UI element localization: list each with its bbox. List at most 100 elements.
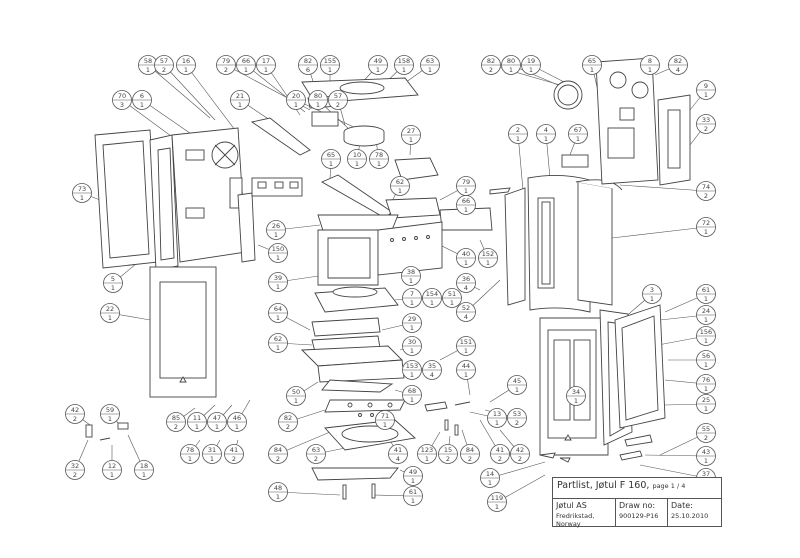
part-balloon[interactable]: 161 [176, 55, 196, 75]
part-balloon[interactable]: 71 [402, 288, 422, 308]
part-balloon[interactable]: 391 [268, 272, 288, 292]
part-balloon[interactable]: 681 [402, 385, 422, 405]
part-balloon[interactable]: 322 [65, 460, 85, 480]
part-balloon[interactable]: 221 [100, 303, 120, 323]
part-balloon[interactable]: 524 [456, 302, 476, 322]
part-balloon[interactable]: 611 [403, 486, 423, 506]
part-balloon[interactable]: 422 [65, 404, 85, 424]
part-balloon[interactable]: 792 [216, 55, 236, 75]
part-balloon[interactable]: 381 [401, 266, 421, 286]
part-balloon[interactable]: 21 [508, 124, 528, 144]
part-balloon[interactable]: 852 [166, 412, 186, 432]
part-balloon[interactable]: 291 [402, 313, 422, 333]
part-balloon[interactable]: 621 [268, 333, 288, 353]
part-balloon[interactable]: 842 [268, 444, 288, 464]
part-balloon[interactable]: 481 [268, 482, 288, 502]
part-balloon[interactable]: 822 [278, 412, 298, 432]
part-balloon[interactable]: 532 [507, 408, 527, 428]
part-balloon[interactable]: 111 [187, 412, 207, 432]
part-balloon[interactable]: 631 [420, 55, 440, 75]
part-balloon[interactable]: 561 [696, 350, 716, 370]
part-balloon[interactable]: 461 [227, 412, 247, 432]
part-balloon[interactable]: 572 [154, 55, 174, 75]
part-balloon[interactable]: 171 [256, 55, 276, 75]
part-balloon[interactable]: 742 [696, 181, 716, 201]
part-balloon[interactable]: 801 [501, 55, 521, 75]
part-balloon[interactable]: 491 [403, 466, 423, 486]
part-balloon[interactable]: 251 [696, 394, 716, 414]
part-balloon[interactable]: 671 [568, 124, 588, 144]
part-balloon[interactable]: 271 [401, 125, 421, 145]
part-balloon[interactable]: 731 [72, 183, 92, 203]
part-balloon[interactable]: 121 [102, 460, 122, 480]
part-balloon[interactable]: 621 [390, 176, 410, 196]
part-balloon[interactable]: 661 [456, 195, 476, 215]
part-balloon[interactable]: 241 [696, 305, 716, 325]
part-balloon[interactable]: 703 [112, 90, 132, 110]
part-balloon[interactable]: 842 [460, 444, 480, 464]
part-balloon[interactable]: 721 [696, 217, 716, 237]
part-balloon[interactable]: 471 [207, 412, 227, 432]
part-balloon[interactable]: 41 [536, 124, 556, 144]
part-balloon[interactable]: 632 [306, 444, 326, 464]
part-balloon[interactable]: 572 [328, 90, 348, 110]
part-balloon[interactable]: 511 [442, 288, 462, 308]
part-balloon[interactable]: 826 [298, 55, 318, 75]
part-balloon[interactable]: 822 [481, 55, 501, 75]
part-balloon[interactable]: 412 [224, 444, 244, 464]
part-balloon[interactable]: 501 [286, 386, 306, 406]
part-balloon[interactable]: 422 [510, 444, 530, 464]
part-balloon[interactable]: 801 [308, 90, 328, 110]
part-balloon[interactable]: 191 [521, 55, 541, 75]
part-balloon[interactable]: 791 [456, 176, 476, 196]
part-balloon[interactable]: 781 [369, 149, 389, 169]
part-balloon[interactable]: 61 [132, 90, 152, 110]
part-balloon[interactable]: 201 [286, 90, 306, 110]
part-balloon[interactable]: 451 [507, 375, 527, 395]
part-balloon[interactable]: 651 [321, 149, 341, 169]
part-balloon[interactable]: 552 [696, 423, 716, 443]
part-balloon[interactable]: 491 [368, 55, 388, 75]
part-balloon[interactable]: 332 [696, 114, 716, 134]
part-balloon[interactable]: 181 [134, 460, 154, 480]
part-balloon[interactable]: 341 [566, 386, 586, 406]
part-balloon[interactable]: 781 [180, 444, 200, 464]
part-balloon[interactable]: 401 [456, 248, 476, 268]
part-balloon[interactable]: 51 [103, 273, 123, 293]
part-balloon[interactable]: 651 [582, 55, 602, 75]
part-balloon[interactable]: 591 [100, 404, 120, 424]
part-balloon[interactable]: 641 [268, 303, 288, 323]
part-balloon[interactable]: 301 [402, 336, 422, 356]
part-balloon[interactable]: 761 [696, 374, 716, 394]
part-balloon[interactable]: 711 [375, 410, 395, 430]
part-balloon[interactable]: 414 [388, 444, 408, 464]
part-balloon[interactable]: 364 [456, 273, 476, 293]
part-balloon[interactable]: 152 [438, 444, 458, 464]
part-balloon[interactable]: 31 [642, 284, 662, 304]
part-balloon[interactable]: 611 [696, 284, 716, 304]
part-balloon[interactable]: 661 [236, 55, 256, 75]
part-balloon[interactable]: 441 [456, 360, 476, 380]
part-balloon[interactable]: 91 [696, 80, 716, 100]
part-balloon[interactable]: 354 [422, 360, 442, 380]
part-balloon[interactable]: 431 [696, 446, 716, 466]
part-balloon[interactable]: 824 [668, 55, 688, 75]
part-balloon[interactable]: 141 [480, 468, 500, 488]
part-balloon[interactable]: 261 [266, 220, 286, 240]
part-balloon[interactable]: 311 [202, 444, 222, 464]
part-balloon[interactable]: 131 [487, 408, 507, 428]
part-balloon[interactable]: 81 [640, 55, 660, 75]
part-balloon[interactable]: 211 [230, 90, 250, 110]
part-balloon[interactable]: 412 [490, 444, 510, 464]
part-balloon[interactable]: 101 [347, 149, 367, 169]
